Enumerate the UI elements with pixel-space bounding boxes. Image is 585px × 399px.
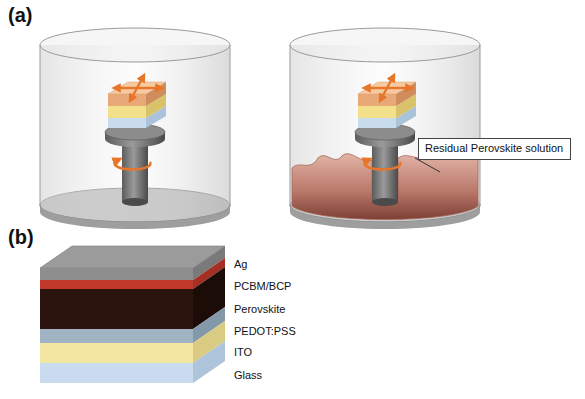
ag-layer <box>40 268 193 280</box>
panel-label: (b) <box>8 226 34 249</box>
ag-layer <box>40 246 225 268</box>
layer-label: ITO <box>234 346 252 359</box>
spin-coater-bowl <box>40 28 230 222</box>
callout-text: Residual Perovskite solution <box>425 142 564 155</box>
glass-layer <box>193 341 225 383</box>
spin-coater-stage <box>355 77 416 206</box>
spin-coater-bowl <box>40 45 230 229</box>
callout-box: Residual Perovskite solution <box>418 138 571 160</box>
layer-label: PEDOT:PSS <box>234 325 296 338</box>
perovskite-layer <box>40 289 193 329</box>
leader-line <box>415 158 440 172</box>
device-stack <box>40 246 225 383</box>
layer-label: PCBM/BCP <box>234 280 291 293</box>
glass-layer <box>40 363 193 383</box>
layer-label: Ag <box>234 258 247 271</box>
spin-coater-bowl <box>290 28 480 222</box>
spin-coater-bowl <box>290 45 480 229</box>
ito-layer <box>40 343 193 363</box>
layer-label: Glass <box>234 369 262 382</box>
pcbm-bcp-layer <box>40 280 193 289</box>
spin-coater-stage <box>105 77 166 206</box>
pedot-pss-layer <box>40 329 193 343</box>
layer-label: Perovskite <box>234 303 285 316</box>
panel-label: (a) <box>8 4 32 27</box>
